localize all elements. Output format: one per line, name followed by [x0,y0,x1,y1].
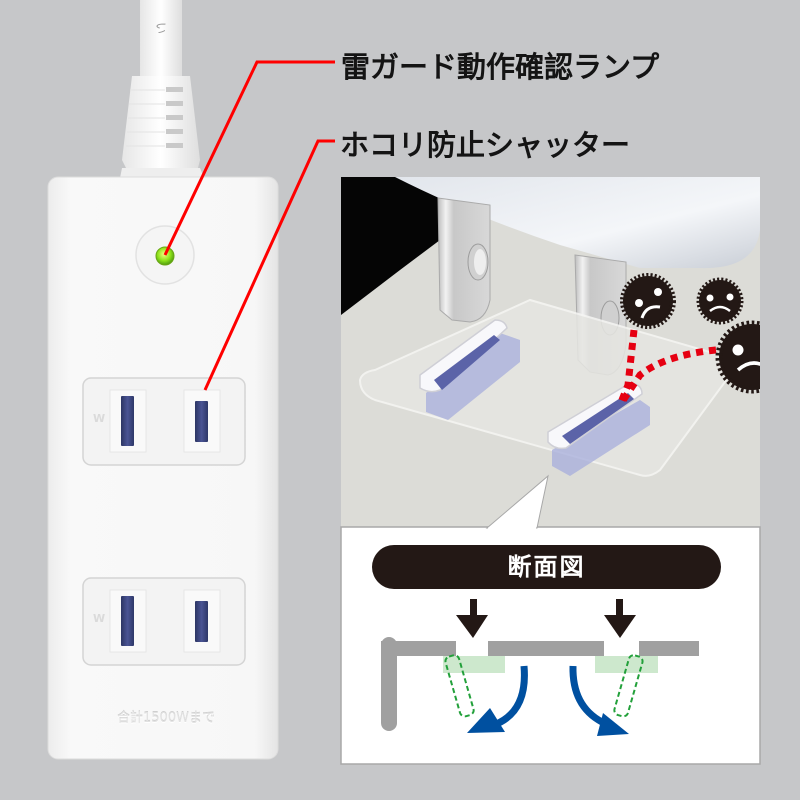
outlet-2-mark: W [93,612,106,625]
dust-shutter-right [547,382,650,476]
outlet-1-mark: W [93,412,106,425]
strain-relief [120,76,204,178]
leader-line-shutter [203,139,335,391]
leader-line-lamp [163,60,335,256]
dust-ball-1 [620,273,676,329]
outlet-1 [82,377,246,466]
shutter-closed-left [443,656,505,673]
insertion-arrow-right [604,599,636,638]
power-cord [140,0,182,90]
lightning-guard-led [155,246,175,266]
callout-lightning-guard-lamp: 雷ガード動作確認ランプ [341,50,660,84]
callout-dust-shutter: ホコリ防止シャッター [340,128,631,162]
housing-wall [381,637,699,731]
svg-text:い: い [154,22,168,34]
rotation-arrow-left [467,665,528,733]
shutter-open-left [444,654,475,718]
dust-shutter-left [419,319,520,420]
dust-ball-2 [696,277,744,325]
cross-section-title: 断面図 [372,545,721,589]
dust-path [616,329,717,407]
shutter-closeup-illustration [341,177,760,527]
dust-ball-3 [715,320,760,394]
power-strip: い [47,0,279,760]
rating-label: 合計1500Wまで [117,711,215,726]
shutter-open-right [613,654,644,718]
rotation-arrow-right [569,665,629,736]
outlet-2 [82,577,246,666]
insertion-arrow-left [456,599,488,638]
plug-blade-left [437,197,491,323]
